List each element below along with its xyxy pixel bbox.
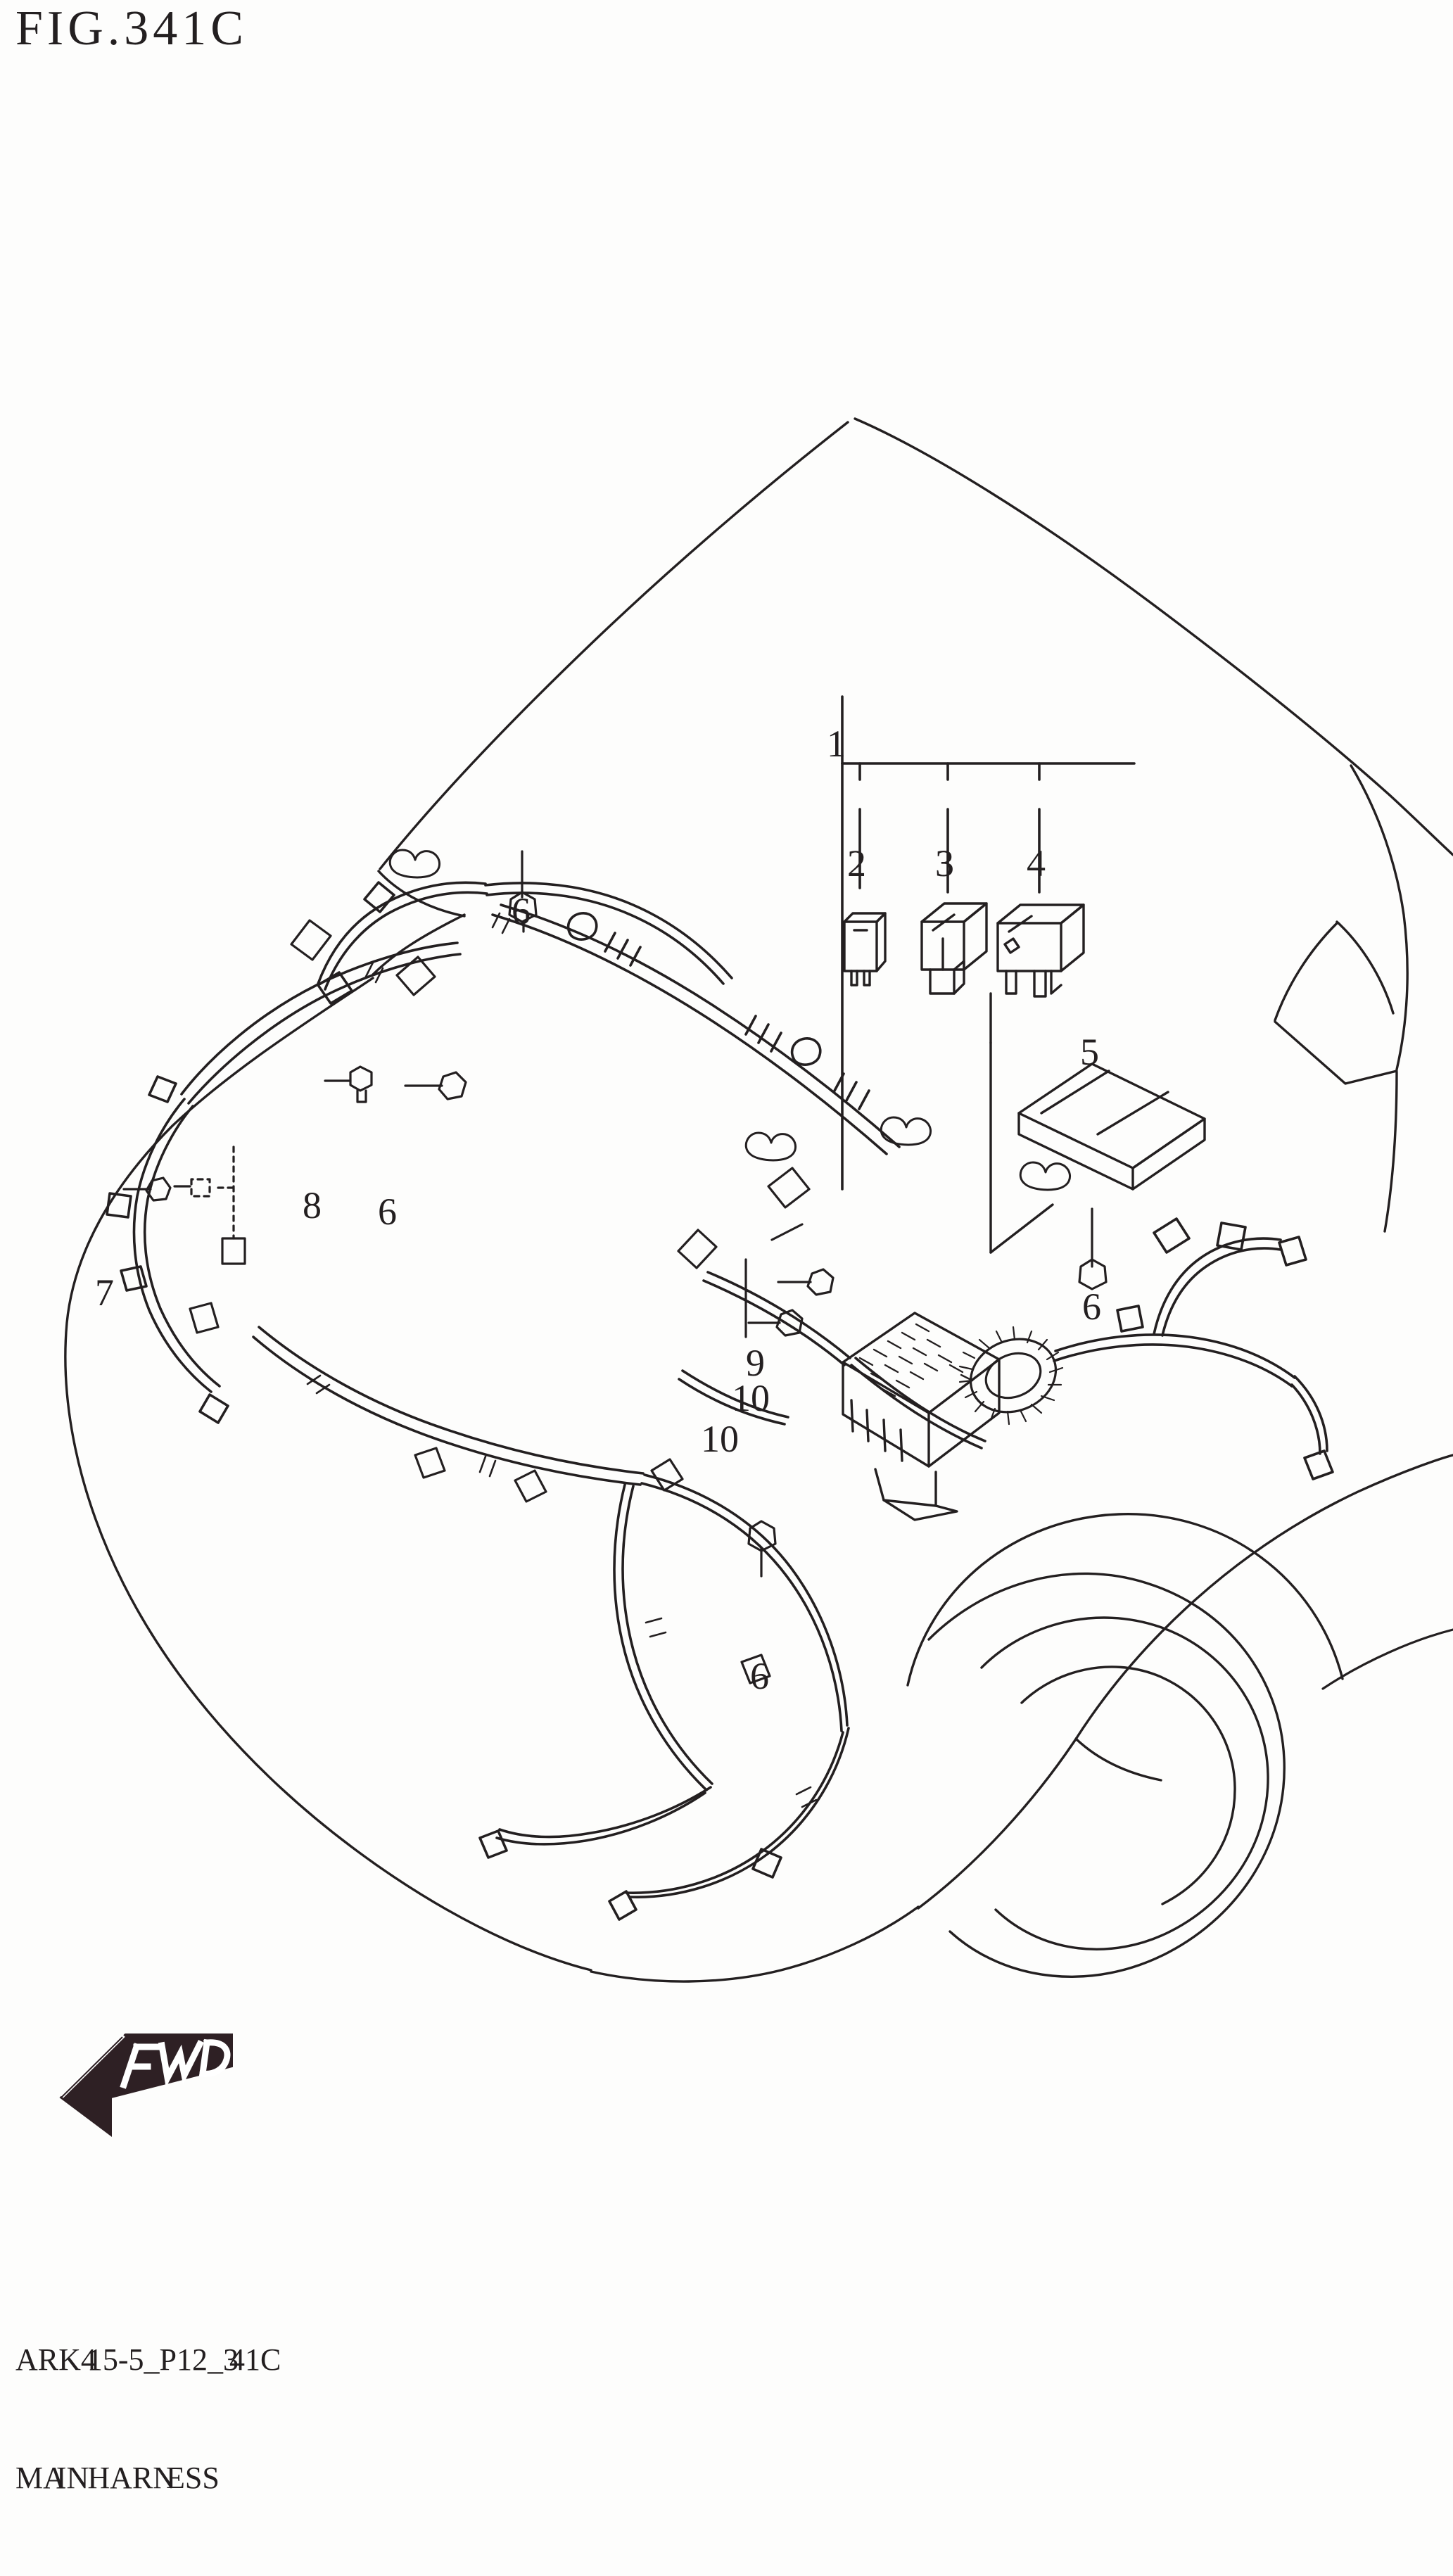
callout-2: 2 bbox=[847, 842, 866, 884]
page-title: FIG.341C bbox=[15, 1, 248, 56]
harness-lower-sweep bbox=[252, 1326, 850, 1921]
callout-6-bottom: 6 bbox=[750, 1655, 769, 1697]
parts-diagram-page: FIG.341C bbox=[15, 1, 1453, 2495]
callout-leader-8 bbox=[324, 1065, 373, 1103]
callout-6-mid-left: 6 bbox=[378, 1191, 397, 1233]
harness-upper-trunk bbox=[491, 903, 901, 1155]
vehicle-body-outline bbox=[64, 417, 1453, 1983]
fwd-direction-badge bbox=[51, 2030, 234, 2143]
part-relay-large bbox=[996, 903, 1085, 998]
callout-leader-10a bbox=[777, 1268, 835, 1296]
footer-name-d: ESS bbox=[166, 2460, 220, 2495]
footer-code-c: 41C bbox=[229, 2342, 281, 2377]
harness-centre-run bbox=[678, 1271, 986, 1449]
harness-connectors bbox=[189, 919, 811, 1684]
footer-name-line: MAIN HARNESS bbox=[15, 2458, 281, 2498]
callout-leader-6d bbox=[747, 1520, 777, 1578]
footer-caption: ARK415-5_P12_341C MAIN HARNESS bbox=[15, 2261, 281, 2576]
front-wheel bbox=[906, 1513, 1344, 1978]
part-control-module bbox=[989, 992, 1206, 1254]
body-lower-right-panel bbox=[1321, 1628, 1453, 1690]
footer-name-c: HARN bbox=[80, 2460, 176, 2495]
footer-code-a: ARK4 bbox=[15, 2342, 96, 2377]
callout-3: 3 bbox=[935, 842, 954, 884]
callout-leader-6c bbox=[1078, 1207, 1108, 1290]
part-relay-small bbox=[920, 902, 988, 995]
callout-leader-10b bbox=[747, 1309, 804, 1337]
group-bracket-1 bbox=[841, 695, 1136, 1191]
harness-tape-ties bbox=[306, 912, 818, 1808]
callout-leader-9 bbox=[744, 1223, 804, 1338]
callout-leader-7 bbox=[122, 1146, 235, 1240]
callout-6-top-left: 6 bbox=[512, 890, 531, 932]
callout-1: 1 bbox=[827, 723, 846, 765]
fwd-arrow-icon bbox=[59, 2033, 233, 2137]
callout-leader-6a bbox=[508, 850, 538, 933]
callout-7: 7 bbox=[95, 1271, 114, 1314]
footer-code-line: ARK415-5_P12_341C bbox=[15, 2340, 281, 2380]
harness-right-branch bbox=[1053, 1217, 1334, 1480]
technical-drawing bbox=[64, 417, 1453, 1983]
harness-clamps bbox=[388, 849, 1071, 1191]
callout-4: 4 bbox=[1027, 842, 1046, 884]
footer-code-b: 15-5_P12_3 bbox=[87, 2342, 239, 2377]
part-fuse bbox=[843, 912, 887, 986]
callout-6-right: 6 bbox=[1082, 1286, 1101, 1328]
callout-10-upper: 10 bbox=[732, 1377, 770, 1419]
callout-5: 5 bbox=[1080, 1031, 1099, 1073]
callout-8: 8 bbox=[303, 1184, 322, 1226]
callout-9: 9 bbox=[746, 1342, 765, 1384]
callout-10-lower: 10 bbox=[701, 1418, 739, 1460]
harness-left-branch bbox=[106, 881, 733, 1424]
bulkhead-grommet bbox=[958, 1326, 1064, 1426]
callout-leader-6b bbox=[404, 1071, 467, 1100]
